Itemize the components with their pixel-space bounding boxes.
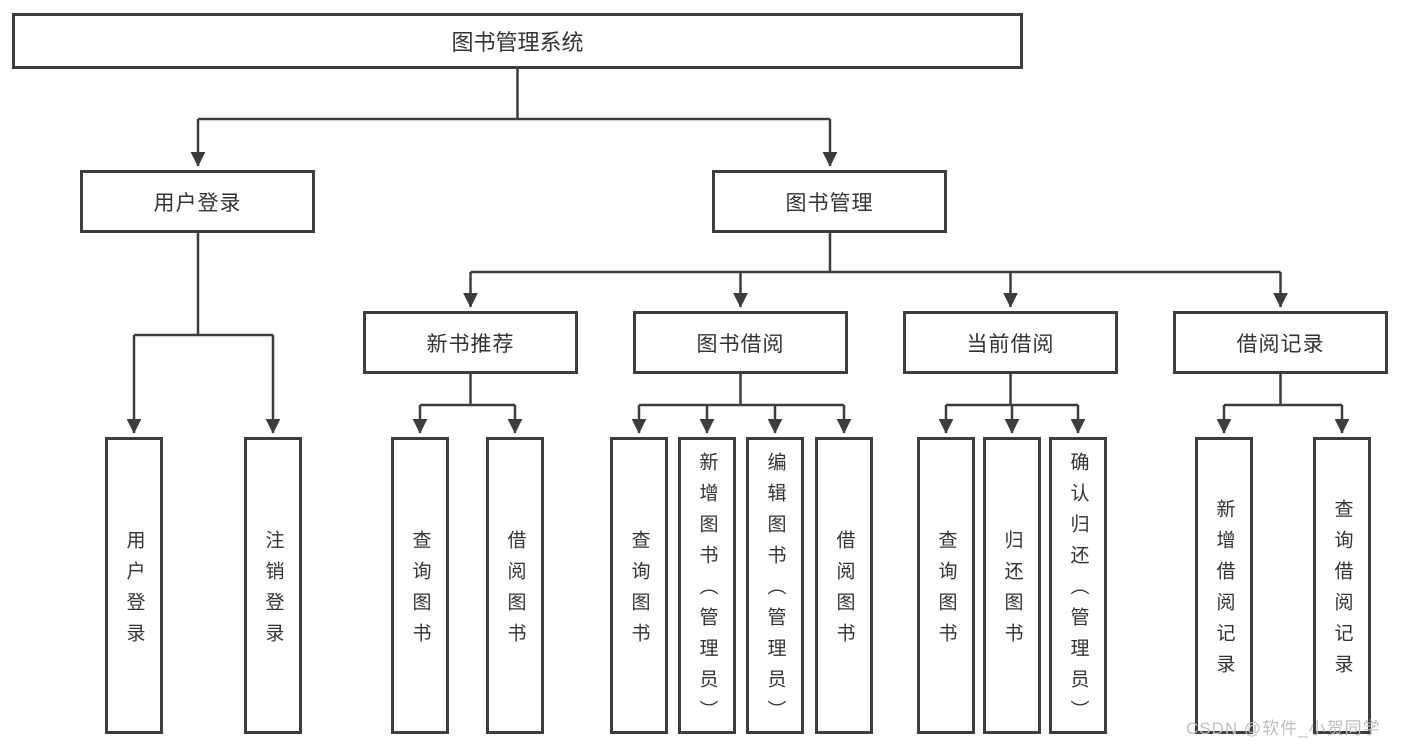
- node-label: 查询图书: [935, 529, 957, 654]
- node-label: 借阅图书: [833, 529, 855, 654]
- node-label: 编辑图书（管理员）: [764, 452, 786, 731]
- leaf-query-borrow-record: 查询借阅记录: [1313, 437, 1371, 734]
- node-label: 借阅图书: [504, 529, 526, 654]
- connector-rails: [134, 69, 1342, 407]
- node-current-borrow: 当前借阅: [903, 311, 1118, 374]
- node-label: 图书借阅: [696, 332, 785, 356]
- node-label: 图书管理: [785, 191, 874, 215]
- node-label: 借阅记录: [1236, 332, 1325, 356]
- leaf-user-login: 用户登录: [105, 437, 163, 734]
- node-label: 用户登录: [153, 191, 242, 215]
- node-label: 图书管理系统: [451, 30, 584, 55]
- node-book-borrow: 图书借阅: [633, 311, 848, 374]
- node-label: 当前借阅: [966, 332, 1055, 356]
- node-new-book-recommend: 新书推荐: [363, 311, 578, 374]
- node-label: 确认归还（管理员）: [1067, 452, 1089, 731]
- node-library-management-system: 图书管理系统: [12, 13, 1023, 69]
- node-book-management: 图书管理: [712, 170, 947, 233]
- node-borrow-records: 借阅记录: [1173, 311, 1388, 374]
- leaf-borrow-books: 借阅图书: [815, 437, 873, 734]
- node-label: 新增借阅记录: [1213, 498, 1235, 685]
- leaf-add-borrow-record: 新增借阅记录: [1195, 437, 1253, 734]
- leaf-borrow-books-recommend: 借阅图书: [486, 437, 544, 734]
- watermark: CSDN @软件_小贺同学: [1186, 719, 1381, 738]
- node-label: 归还图书: [1001, 529, 1023, 654]
- node-user-login: 用户登录: [80, 170, 315, 233]
- leaf-query-books-borrow: 查询图书: [610, 437, 668, 734]
- node-label: 新增图书（管理员）: [696, 452, 718, 731]
- leaf-return-books: 归还图书: [983, 437, 1041, 734]
- node-label: 查询图书: [628, 529, 650, 654]
- node-label: 新书推荐: [426, 332, 515, 356]
- leaf-query-books-current: 查询图书: [917, 437, 975, 734]
- node-label: 查询借阅记录: [1331, 498, 1353, 685]
- node-label: 查询图书: [409, 529, 431, 654]
- node-label: 注销登录: [262, 529, 284, 654]
- leaf-logout: 注销登录: [244, 437, 302, 734]
- leaf-confirm-return-admin: 确认归还（管理员）: [1049, 437, 1107, 734]
- leaf-edit-books-admin: 编辑图书（管理员）: [746, 437, 804, 734]
- leaf-add-books-admin: 新增图书（管理员）: [678, 437, 736, 734]
- leaf-query-books-recommend: 查询图书: [391, 437, 449, 734]
- node-label: 用户登录: [123, 529, 145, 654]
